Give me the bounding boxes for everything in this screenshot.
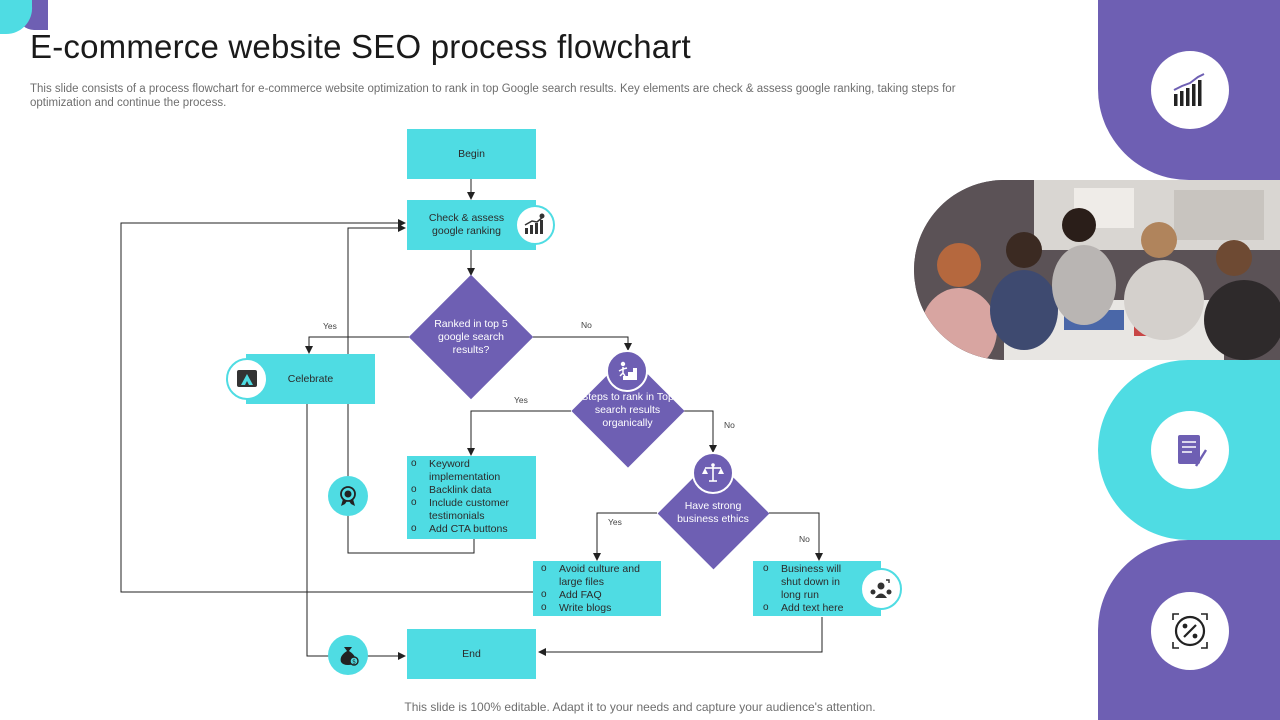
page-title: E-commerce website SEO process flowchart — [30, 28, 691, 65]
growth-chart-icon — [515, 205, 555, 245]
no-label: No — [799, 534, 810, 544]
ethics-label: Have strong business ethics — [677, 500, 749, 525]
money-bag-icon: $ — [328, 635, 368, 675]
team-icon — [860, 568, 902, 610]
list-item: Business will shut down in long run — [763, 562, 857, 602]
team-meeting-photo — [914, 180, 1280, 360]
climbing-steps-icon — [606, 350, 648, 392]
end-box: End — [407, 629, 536, 679]
list-item: Include customer testimonials — [411, 496, 530, 523]
list-item: Write blogs — [541, 601, 655, 615]
no-label: No — [724, 420, 735, 430]
business-list: Business will shut down in long run Add … — [753, 561, 881, 616]
celebrate-label: Celebrate — [287, 372, 334, 385]
list-item: Add CTA buttons — [411, 522, 530, 536]
page-subtitle: This slide consists of a process flowcha… — [30, 83, 956, 109]
tent-icon — [226, 358, 268, 400]
yes-label: Yes — [323, 321, 337, 331]
percent-icon — [1151, 592, 1229, 670]
yes-label: Yes — [608, 517, 622, 527]
no-label: No — [581, 320, 592, 330]
steps-decision: Steps to rank in Top search results orga… — [570, 353, 685, 468]
ranked-label: Ranked in top 5 google search results? — [434, 317, 508, 356]
bar-chart-icon — [1151, 51, 1229, 129]
svg-text:$: $ — [352, 659, 356, 666]
end-label: End — [462, 647, 481, 660]
list-item: Add text here — [763, 601, 857, 615]
balance-scale-icon — [692, 452, 734, 494]
corner-decoration — [0, 0, 48, 35]
award-badge-icon — [328, 476, 368, 516]
steps-label: Steps to rank in Top search results orga… — [581, 391, 674, 429]
begin-box: Begin — [407, 129, 536, 179]
list-item: Backlink data — [411, 483, 530, 497]
check-label: Check & assess google ranking — [428, 212, 505, 237]
footer-note: This slide is 100% editable. Adapt it to… — [404, 700, 876, 714]
list-item: Avoid culture and large files — [541, 562, 655, 589]
list-item: Keyword implementation — [411, 457, 530, 484]
ranked-decision: Ranked in top 5 google search results? — [408, 274, 534, 400]
check-box: Check & assess google ranking — [407, 200, 536, 250]
yes-label: Yes — [514, 395, 528, 405]
list-item: Add FAQ — [541, 588, 655, 602]
ethics-decision: Have strong business ethics — [657, 457, 769, 569]
avoid-list: Avoid culture and large files Add FAQ Wr… — [533, 561, 661, 616]
begin-label: Begin — [458, 147, 485, 160]
document-pen-icon — [1151, 411, 1229, 489]
keyword-list: Keyword implementation Backlink data Inc… — [407, 456, 536, 539]
